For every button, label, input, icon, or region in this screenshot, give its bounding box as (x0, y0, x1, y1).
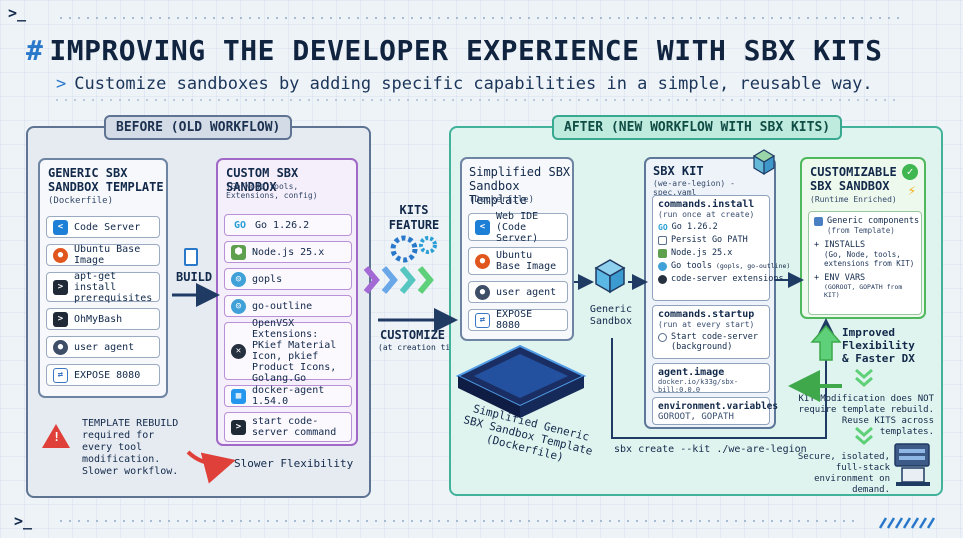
install-path: Persist Go PATH (658, 235, 764, 245)
expose-icon: ⇄ (475, 312, 490, 328)
kit-install-section: commands.install (run once at create) GO… (652, 195, 790, 301)
go-icon: GO (233, 219, 247, 231)
ubuntu-icon: ● (475, 253, 490, 269)
after-label: AFTER (NEW WORKFLOW WITH SBX KITS) (552, 115, 843, 140)
docker-icon: ▦ (231, 388, 246, 404)
improved-label: Improved Flexibility & Faster DX (842, 326, 915, 365)
customizable-contents: Generic components (from Template) + INS… (808, 211, 922, 315)
startup-code-server: Start code-server (background) (658, 332, 764, 352)
generic-sandbox-label: Generic Sandbox (589, 304, 633, 327)
ubuntu-icon: ● (53, 247, 68, 263)
customizable-subtitle: (Runtime Enriched) (810, 195, 897, 204)
env-label: + ENV VARS (814, 273, 866, 283)
sbx-kit-title: SBX KIT (653, 164, 704, 178)
env-sub: (GOROOT, GOPATH from KIT) (824, 283, 903, 299)
title-text: IMPROVING THE DEVELOPER EXPERIENCE WITH … (49, 34, 883, 67)
install-node: Node.js 25.x (658, 248, 764, 258)
folder-icon (814, 216, 823, 226)
before-label: BEFORE (OLD WORKFLOW) (104, 115, 293, 140)
item-code-server: <Code Server (46, 216, 160, 238)
user-icon: ● (53, 339, 68, 355)
simplified-template-card: Simplified SBX Sandbox Template (Dockerf… (460, 157, 574, 341)
item-expose-after: ⇄EXPOSE 8080 (468, 309, 568, 331)
page-subtitle: > Customize sandboxes by adding specific … (56, 74, 873, 94)
expose-icon: ⇄ (53, 367, 68, 383)
item-ohmybash: >OhMyBash (46, 308, 160, 330)
simplified-template-subtitle: (Dockerfile) (469, 195, 535, 205)
sbx-create-command: sbx create --kit ./we-are-legion (614, 444, 807, 455)
item-user-agent: ●user agent (46, 336, 160, 358)
kit-image-section: agent.image docker.io/k33g/sbx-bill:0.0.… (652, 363, 770, 394)
item-user-agent-after: ●user agent (468, 281, 568, 303)
terminal-prompt-top: >_ (8, 4, 27, 22)
gopls-icon: ◎ (231, 271, 246, 287)
kits-feature-label: KITS FEATURE (388, 203, 440, 232)
file-icon (658, 235, 667, 245)
generic-template-title: GENERIC SBX SANDBOX TEMPLATE (48, 166, 164, 194)
customize-label: CUSTOMIZE (380, 328, 446, 342)
generic-template-subtitle: (Dockerfile) (48, 196, 114, 206)
custom-sandbox-card: CUSTOM SBX SANDBOX (Go/Node tools, Exten… (216, 158, 358, 446)
node-icon (658, 248, 667, 258)
go-outline-icon: ◎ (231, 298, 246, 314)
vscode-icon: < (53, 219, 68, 235)
go-icon: GO (658, 222, 668, 232)
document-icon (184, 248, 198, 266)
install-go-tools: Go tools(gopls, go-outline) (658, 261, 790, 271)
sbx-kit-subtitle: (we-are-legion) - spec.yaml (653, 179, 735, 197)
vscode-icon: < (475, 219, 490, 235)
title-hash: # (26, 34, 44, 67)
item-web-ide: <Web IDE (Code Server) (468, 211, 568, 244)
terminal-prompt-bottom: >_ (14, 512, 33, 530)
terminal-icon: > (53, 279, 68, 295)
play-icon (658, 333, 667, 342)
kit-env-section: environment.variables GOROOT, GOPATH (652, 397, 778, 425)
openvsx-icon (658, 274, 667, 284)
warning-icon (42, 424, 70, 448)
page-title: #IMPROVING THE DEVELOPER EXPERIENCE WITH… (26, 34, 883, 67)
item-openvsx: ✕OpenVSX Extensions: PKief Material Icon… (224, 318, 352, 384)
lightning-icon: ⚡ (907, 183, 916, 199)
item-ubuntu: ●Ubuntu Base Image (46, 244, 160, 266)
slower-flexibility-label: Slower Flexibility (234, 457, 354, 470)
custom-sandbox-title: CUSTOM SBX SANDBOX (226, 166, 299, 194)
kit-modification-note: KIT Modification does NOT require templa… (798, 394, 934, 437)
item-expose: ⇄EXPOSE 8080 (46, 364, 160, 386)
installs-label: + INSTALLS (814, 240, 866, 250)
sbx-kit-card: SBX KIT (we-are-legion) - spec.yaml comm… (644, 157, 790, 429)
kit-startup-section: commands.startup (run at every start) St… (652, 305, 770, 359)
customize-sub: (at creation time) (378, 343, 465, 352)
installs-sub: (Go, Node, tools, extensions from KIT) (824, 250, 915, 268)
customizable-sandbox-card: CUSTOMIZABLE SBX SANDBOX (Runtime Enrich… (800, 157, 926, 319)
warning-mark: ! (53, 430, 61, 444)
item-apt-get: >apt-get install prerequisites (46, 271, 160, 304)
subtitle-text: Customize sandboxes by adding specific c… (74, 74, 873, 94)
node-icon: ⬢ (231, 244, 246, 260)
generic-components: Generic components (814, 216, 919, 226)
custom-sandbox-subtitle: (Go/Node tools, Extensions, config) (226, 182, 318, 200)
item-docker-agent: ▦docker-agent 1.54.0 (224, 385, 352, 407)
build-label: BUILD (176, 270, 213, 284)
check-icon: ✓ (902, 164, 918, 180)
simplified-template-title: Simplified SBX Sandbox Template (469, 165, 571, 207)
item-node: ⬢Node.js 25.x (224, 241, 352, 263)
gopls-icon (658, 261, 667, 271)
item-gopls: ◎gopls (224, 268, 352, 290)
customizable-title: CUSTOMIZABLE SBX SANDBOX (810, 165, 897, 193)
install-extensions: code-server extensions (658, 274, 784, 284)
secure-note: Secure, isolated, full-stack environment… (797, 452, 890, 495)
user-icon: ● (475, 284, 490, 300)
subtitle-marker: > (56, 74, 67, 94)
item-start-code-server: >start code-server command (224, 412, 352, 442)
bash-icon: > (53, 311, 68, 327)
item-ubuntu-after: ●Ubuntu Base Image (468, 247, 568, 275)
warning-text: TEMPLATE REBUILD required for every tool… (82, 418, 179, 477)
generic-template-card: GENERIC SBX SANDBOX TEMPLATE (Dockerfile… (38, 158, 168, 398)
openvsx-icon: ✕ (231, 343, 246, 359)
terminal-icon: > (231, 419, 246, 435)
item-go-outline: ◎go-outline (224, 295, 352, 317)
